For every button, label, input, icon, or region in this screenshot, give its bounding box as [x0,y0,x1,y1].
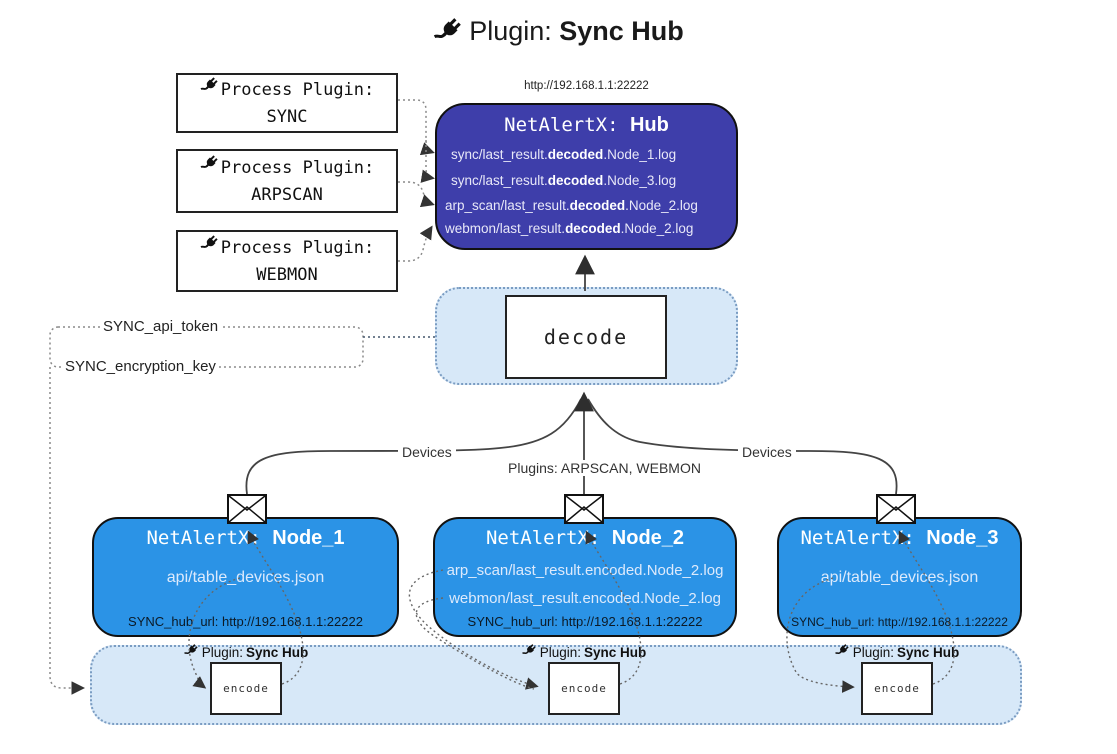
node-hub-url: SYNC_hub_url: http://192.168.1.1:22222 [791,615,1008,629]
hub-file: arp_scan/last_result.decoded.Node_2.log [445,198,698,213]
process-plugin-sync: Process Plugin: SYNC [176,73,398,133]
plug-icon [522,643,537,661]
process-plugin-name: SYNC [266,106,308,127]
hub-title-prefix: NetAlertX: [504,114,630,136]
process-plugin-label: Process Plugin: [220,157,375,178]
edge-label-plugins: Plugins: ARPSCAN, WEBMON [504,460,705,476]
page-title: Plugin: Sync Hub [0,16,1117,53]
process-plugin-label: Process Plugin: [220,237,375,258]
plug-icon [835,643,850,661]
envelope-icon [564,494,604,524]
encode-label: encode [874,682,920,695]
plug-icon [433,16,463,53]
hub-box: NetAlertX: Hub sync/last_result.decoded.… [435,103,738,250]
bar-plugin-label: Plugin: Sync Hub [522,643,646,661]
hub-title: NetAlertX: Hub [437,114,736,137]
encode-label: encode [561,682,607,695]
node-3-box: NetAlertX: Node_3 api/table_devices.json… [777,517,1022,637]
node-2-box: NetAlertX: Node_2 arp_scan/last_result.e… [433,517,737,637]
node-file: webmon/last_result.encoded.Node_2.log [449,590,721,607]
hub-file: sync/last_result.decoded.Node_3.log [451,173,677,188]
bar-plugin-label: Plugin: Sync Hub [835,643,959,661]
plug-icon [200,234,219,261]
bar-plugin-label: Plugin: Sync Hub [184,643,308,661]
encode-label: encode [223,682,269,695]
envelope-icon [227,494,267,524]
encode-box-3: encode [861,662,933,715]
node-hub-url: SYNC_hub_url: http://192.168.1.1:22222 [467,614,703,629]
process-plugin-arpscan: Process Plugin: ARPSCAN [176,149,398,213]
hub-title-bold: Hub [629,114,669,136]
process-plugin-name: ARPSCAN [251,184,323,205]
edge-label-devices-left: Devices [398,444,456,460]
edge-label-devices-right: Devices [738,444,796,460]
page-title-prefix: Plugin: [469,16,560,46]
node-file: api/table_devices.json [166,569,325,586]
encode-box-1: encode [210,662,282,715]
node-hub-url: SYNC_hub_url: http://192.168.1.1:22222 [128,614,363,629]
node-1-box: NetAlertX: Node_1 api/table_devices.json… [92,517,399,637]
decode-label: decode [543,325,629,349]
node-file: api/table_devices.json [820,569,979,586]
node-file: arp_scan/last_result.encoded.Node_2.log [446,562,724,579]
hub-file: sync/last_result.decoded.Node_1.log [451,147,677,162]
process-plugin-label: Process Plugin: [220,79,375,100]
sync-encryption-key-label: SYNC_encryption_key [62,358,219,375]
process-plugin-name: WEBMON [256,264,318,285]
page-title-bold: Sync Hub [559,16,684,46]
node-title: NetAlertX: Node_3 [800,527,999,549]
envelope-icon [876,494,916,524]
process-plugin-webmon: Process Plugin: WEBMON [176,230,398,292]
node-title: NetAlertX: Node_1 [146,527,345,549]
encode-box-2: encode [548,662,620,715]
decode-box: decode [505,295,667,379]
edge-settings-encoders [49,367,85,695]
plug-icon [200,154,219,181]
hub-url-label: http://192.168.1.1:22222 [524,80,649,92]
hub-file: webmon/last_result.decoded.Node_2.log [445,221,694,236]
edges-plugins-to-hub [398,99,435,262]
plug-icon [200,76,219,103]
plug-icon [184,643,199,661]
sync-api-token-label: SYNC_api_token [100,318,222,335]
node-title: NetAlertX: Node_2 [485,527,685,549]
